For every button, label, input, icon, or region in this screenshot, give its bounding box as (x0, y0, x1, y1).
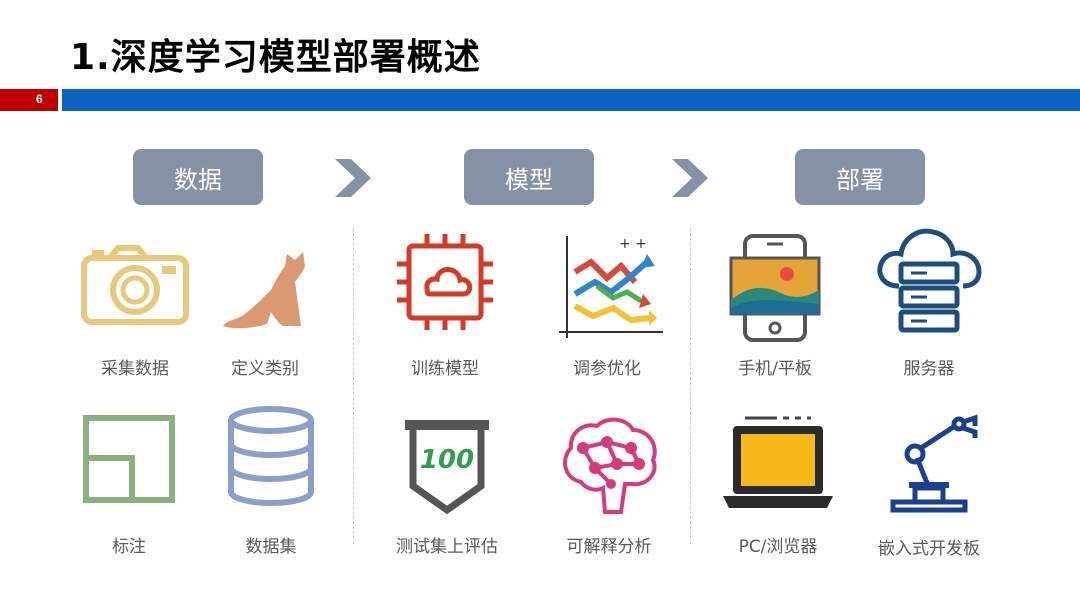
page-number: 6 (36, 92, 43, 106)
camera-icon (60, 244, 210, 326)
item-label: 手机/平板 (738, 359, 812, 379)
item-label: PC/浏览器 (738, 537, 818, 557)
stage-deploy: 部署 (795, 149, 925, 205)
item-label: 服务器 (903, 359, 955, 379)
item-label: 可解释分析 (566, 537, 652, 557)
item-label: 调参优化 (573, 359, 641, 379)
stage-data: 数据 (133, 149, 263, 205)
item-label: 标注 (112, 537, 146, 557)
neural-brain-icon (534, 412, 684, 516)
column-separator (353, 228, 354, 544)
score-shield-icon: 100 (372, 416, 522, 516)
robot-arm-icon (854, 414, 1004, 514)
title-underline-bar (62, 89, 1080, 111)
laptop-icon (703, 414, 853, 514)
trend-chart-icon: + + (532, 232, 682, 342)
cloud-server-icon (854, 224, 1004, 338)
item-label: 定义类别 (231, 359, 299, 379)
page-number-bar (0, 89, 58, 111)
cloud-chip-icon (370, 230, 520, 334)
item-label: 嵌入式开发板 (878, 539, 980, 559)
database-icon (196, 406, 346, 506)
annotation-box-icon (54, 414, 204, 504)
svg-text:+ +: + + (619, 236, 647, 252)
item-label: 测试集上评估 (396, 537, 498, 557)
stage-model: 模型 (464, 149, 594, 205)
item-label: 训练模型 (411, 359, 479, 379)
score-text: 100 (420, 445, 474, 475)
slide-title: 1.深度学习模型部署概述 (70, 37, 481, 78)
chevron-right-icon (335, 159, 371, 197)
item-label: 采集数据 (101, 359, 169, 379)
smartphone-icon (700, 234, 850, 342)
item-label: 数据集 (245, 537, 297, 557)
cat-icon (190, 246, 340, 332)
chevron-right-icon (672, 159, 708, 197)
column-separator (690, 228, 691, 544)
